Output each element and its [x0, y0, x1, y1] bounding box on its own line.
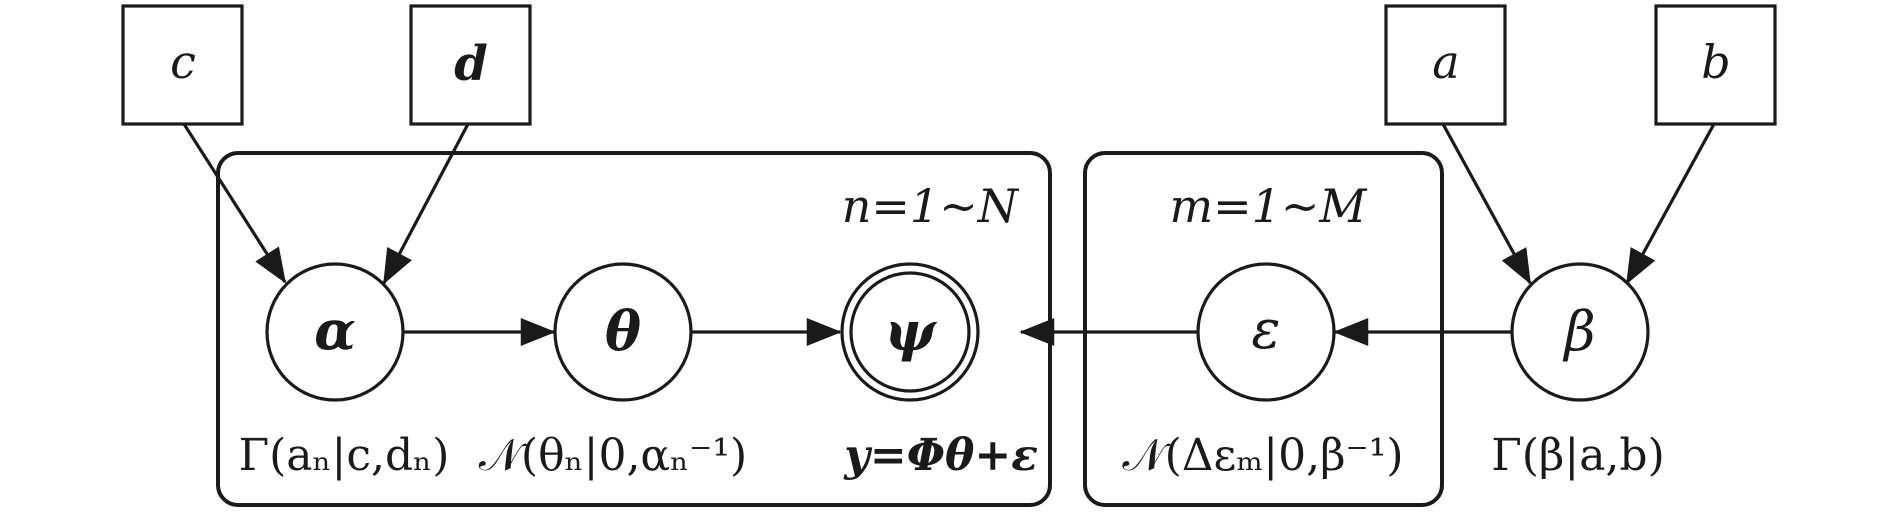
node-alpha-symbol: α: [314, 298, 356, 362]
edge-c-alpha: [182, 123, 287, 284]
dist-beta: Γ(β|a,b): [1491, 430, 1665, 481]
param-d-label: d: [454, 36, 488, 92]
dist-alpha: Γ(aₙ|c,dₙ): [239, 430, 450, 481]
plate-m-label: m=1~M: [1169, 179, 1368, 233]
node-theta: [553, 262, 693, 402]
node-psi-inner: [849, 271, 971, 393]
node-beta-symbol: β: [1562, 300, 1595, 363]
edge-b-beta: [1625, 123, 1716, 285]
plate-m: [1083, 151, 1444, 507]
edge-a-beta: [1441, 123, 1532, 285]
param-box-d: [409, 4, 532, 126]
node-theta-symbol: θ: [605, 299, 641, 363]
dist-theta: 𝒩(θₙ|0,αₙ⁻¹): [479, 430, 747, 481]
param-b-label: b: [1701, 35, 1730, 89]
param-a-label: a: [1432, 35, 1459, 89]
node-epsilon: [1196, 262, 1336, 402]
plate-n-label: n=1~N: [842, 179, 1020, 233]
edge-d-alpha: [382, 123, 470, 285]
param-box-b: [1654, 4, 1777, 126]
param-box-c: [121, 4, 244, 126]
node-epsilon-symbol: ε: [1252, 298, 1281, 361]
node-psi-symbol: ψ: [885, 299, 938, 363]
param-c-label: c: [170, 35, 196, 89]
dist-psi: y=Φθ+ε: [843, 430, 1038, 481]
dist-epsilon: 𝒩(Δεₘ|0,β⁻¹): [1122, 430, 1403, 481]
node-beta: [1510, 262, 1650, 402]
node-alpha: [265, 262, 405, 402]
param-box-a: [1384, 4, 1507, 126]
